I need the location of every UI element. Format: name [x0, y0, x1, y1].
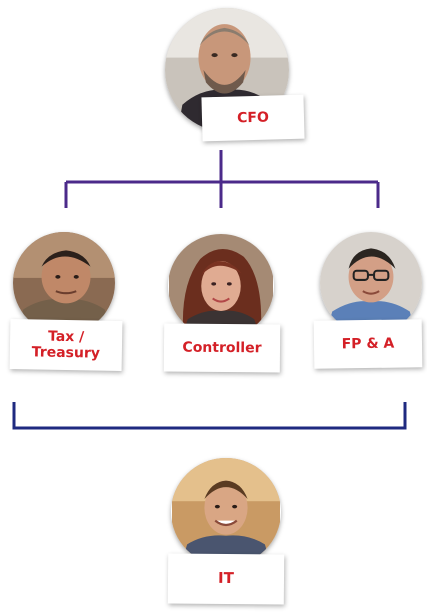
it-bracket-connector	[12, 402, 407, 430]
it-label: IT	[167, 553, 285, 605]
tax-treasury-label: Tax / Treasury	[9, 319, 123, 371]
controller-photo	[168, 234, 274, 338]
person-photo-icon	[172, 458, 280, 566]
it-photo	[171, 458, 281, 566]
fp-and-a-label: FP & A	[313, 319, 423, 369]
controller-label: Controller	[163, 323, 281, 373]
cfo-label: CFO	[201, 94, 305, 142]
cfo-connector	[64, 150, 380, 208]
person-photo-icon	[169, 234, 273, 338]
